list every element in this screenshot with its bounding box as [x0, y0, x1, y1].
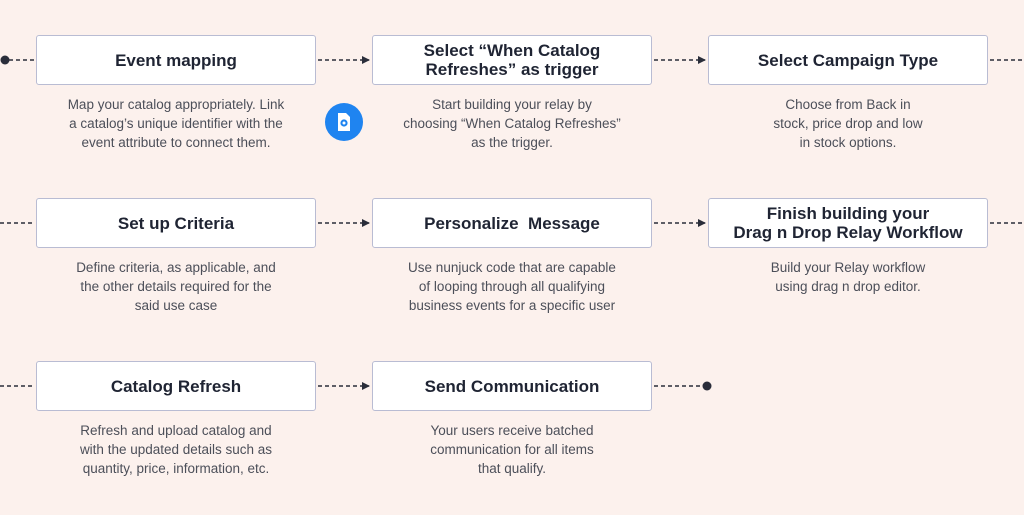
desc-line: stock, price drop and low	[773, 116, 923, 131]
step-description: Map your catalog appropriately. Link a c…	[36, 95, 316, 152]
desc-line: using drag n drop editor.	[775, 279, 921, 294]
step-title: Send Communication	[424, 376, 600, 396]
step-title: Event mapping	[115, 50, 237, 70]
desc-line: Start building your relay by	[432, 97, 592, 112]
desc-line: said use case	[134, 298, 218, 313]
start-dot	[0, 55, 10, 65]
step-description: Build your Relay workflow using drag n d…	[708, 258, 988, 296]
step-box-catalog-refresh: Catalog Refresh	[36, 361, 316, 411]
desc-line: in stock options.	[799, 135, 897, 150]
desc-line: of looping through all qualifying	[418, 279, 606, 294]
step-title: Set up Criteria	[117, 213, 235, 233]
desc-line: communication for all items	[430, 442, 594, 457]
step-description: Choose from Back in stock, price drop an…	[708, 95, 988, 152]
step-title: Personalize Message	[424, 213, 600, 233]
desc-line: Build your Relay workflow	[770, 260, 926, 275]
gear-doc-glyph	[338, 113, 350, 131]
desc-line: quantity, price, information, etc.	[82, 461, 270, 476]
step-title: Finish building your Drag n Drop Relay W…	[733, 204, 962, 242]
end-dot	[702, 381, 712, 391]
title-line: Drag n Drop Relay Workflow	[733, 223, 963, 242]
desc-line: the other details required for the	[80, 279, 272, 294]
desc-line: Map your catalog appropriately. Link	[67, 97, 285, 112]
desc-line: Refresh and upload catalog and	[80, 423, 272, 438]
step-box-finish-workflow: Finish building your Drag n Drop Relay W…	[708, 198, 988, 248]
step-description: Start building your relay by choosing “W…	[372, 95, 652, 152]
step-title: Select Campaign Type	[757, 50, 939, 70]
step-description: Define criteria, as applicable, and the …	[36, 258, 316, 315]
title-line: Refreshes” as trigger	[425, 60, 599, 79]
step-description: Your users receive batched communication…	[372, 421, 652, 478]
step-title: Select “When Catalog Refreshes” as trigg…	[424, 41, 601, 79]
desc-line: Your users receive batched	[430, 423, 594, 438]
desc-line: choosing “When Catalog Refreshes”	[403, 116, 621, 131]
step-description: Refresh and upload catalog and with the …	[36, 421, 316, 478]
step-box-campaign-type: Select Campaign Type	[708, 35, 988, 85]
desc-line: that qualify.	[477, 461, 547, 476]
title-line: Finish building your	[766, 204, 930, 223]
step-box-event-mapping: Event mapping	[36, 35, 316, 85]
desc-line: Use nunjuck code that are capable	[408, 260, 616, 275]
desc-line: business events for a specific user	[408, 298, 616, 313]
desc-line: a catalog’s unique identifier with the	[69, 116, 283, 131]
step-description: Use nunjuck code that are capable of loo…	[372, 258, 652, 315]
gear-doc-icon	[325, 103, 363, 141]
step-box-send-communication: Send Communication	[372, 361, 652, 411]
title-line: Select “When Catalog	[423, 41, 601, 60]
desc-line: as the trigger.	[471, 135, 553, 150]
desc-line: event attribute to connect them.	[81, 135, 271, 150]
step-title: Catalog Refresh	[110, 376, 242, 396]
desc-line: with the updated details such as	[79, 442, 273, 457]
desc-line: Choose from Back in	[785, 97, 911, 112]
step-box-select-trigger: Select “When Catalog Refreshes” as trigg…	[372, 35, 652, 85]
desc-line: Define criteria, as applicable, and	[76, 260, 276, 275]
step-box-personalize-message: Personalize Message	[372, 198, 652, 248]
step-box-set-criteria: Set up Criteria	[36, 198, 316, 248]
